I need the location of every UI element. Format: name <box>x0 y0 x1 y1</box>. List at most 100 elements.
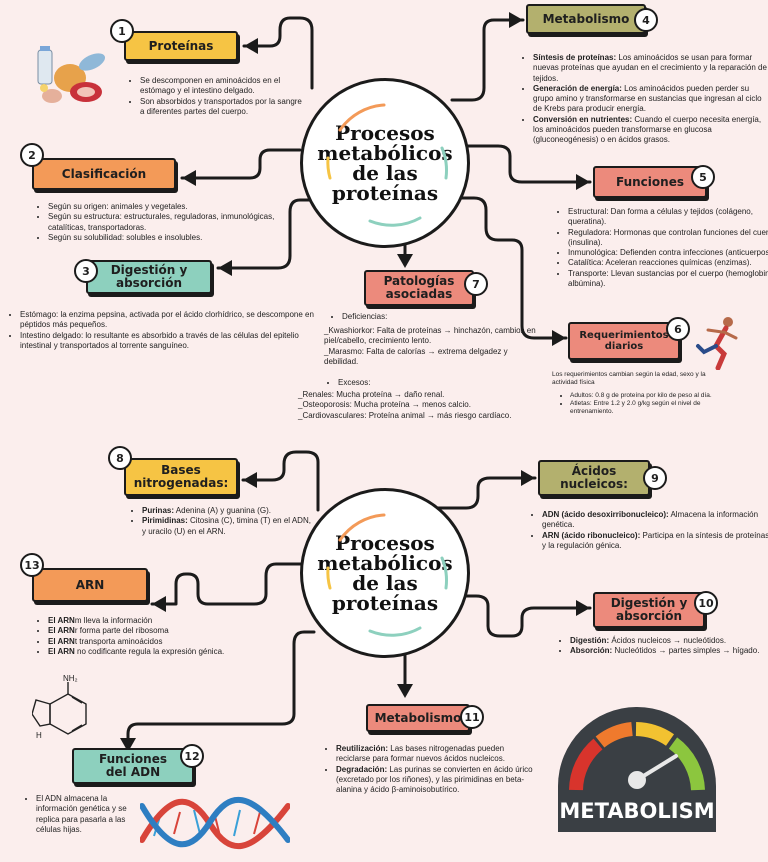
description: Adenina (A) y guanina (G). <box>174 506 271 515</box>
center-title: Procesos metabólicos de las proteínas <box>317 121 453 205</box>
center-title: Procesos metabólicos de las proteínas <box>317 531 453 615</box>
list-item: El ARNr forma parte del ribosoma <box>48 626 268 636</box>
term: Síntesis de proteínas: <box>533 53 617 62</box>
list-item: Excesos: <box>338 378 518 388</box>
node-proteinas: Proteínas <box>124 31 238 61</box>
node-requerimientos: Requerimientos diarios <box>568 322 680 360</box>
list-item: Conversión en nutrientes: Cuando el cuer… <box>533 115 768 146</box>
list-item: Catalítica: Aceleran reacciones químicas… <box>568 258 768 268</box>
term: El ARN <box>48 626 75 636</box>
list-item: _Marasmo: Falta de calorías → extrema de… <box>324 346 508 366</box>
description: Ácidos nucleicos → nucleótidos. <box>609 636 727 645</box>
list-item: Se descomponen en aminoácidos en el estó… <box>140 76 306 97</box>
description: Cuando el cuerpo necesita energía, los a… <box>533 114 762 145</box>
list-item: _Osteoporosis: Mucha proteína → menos ca… <box>298 400 471 410</box>
term: Reutilización: <box>336 744 389 753</box>
deficiencias-list: _Kwashiorkor: Falta de proteínas → hinch… <box>324 326 536 367</box>
list-item: Según su origen: animales y vegetales. <box>48 202 278 212</box>
decorative-arcs <box>326 103 448 227</box>
list-item: El ARNt transporta aminoácidos <box>48 637 268 647</box>
node-proteinas-label: Proteínas <box>148 38 214 53</box>
term-suffix: r <box>74 626 78 636</box>
acidos-list: ADN (ácido desoxirribonucleico): Almacen… <box>528 510 768 551</box>
node-requerimientos-label: Requerimientos diarios <box>579 330 669 352</box>
proteinas-list: Se descomponen en aminoácidos en el estó… <box>126 76 306 117</box>
description: no codificante regula la expresión génic… <box>74 646 225 656</box>
list-item: Según su solubilidad: solubles e insolub… <box>48 233 278 243</box>
description: Almacena la información genética. <box>542 510 759 530</box>
node-clasificacion: Clasificación <box>32 158 176 190</box>
list-item: El ARNm lleva la información <box>48 616 268 626</box>
number-badge-2: 2 <box>20 143 44 167</box>
description: Las bases nitrogenadas pueden reciclarse… <box>336 744 505 764</box>
node-funciones: Funciones <box>593 166 707 198</box>
node-bases-label: Bases nitrogenadas: <box>133 463 229 490</box>
description: Citosina (C), timina (T) en el ADN, y ur… <box>142 516 311 536</box>
node-metabolismo2-label: Metabolismo <box>374 710 462 725</box>
node-digestion-absorcion-2: Digestión y absorción <box>593 592 705 628</box>
description: Los aminoácidos pueden perder su grupo a… <box>533 83 762 114</box>
list-item: Reutilización: Las bases nitrogenadas pu… <box>336 744 536 765</box>
list-item: Deficiencias: <box>342 312 522 322</box>
number-badge-11: 11 <box>460 705 484 729</box>
node-patologias: Patologías asociadas <box>364 270 474 306</box>
term: El ARN <box>48 636 75 646</box>
number-badge-7: 7 <box>464 272 488 296</box>
term: Absorción: <box>570 646 613 656</box>
list-item: _Cardiovasculares: Proteína animal → más… <box>298 410 512 420</box>
term: El ARN <box>48 616 75 625</box>
node-digestion2-label: Digestión y absorción <box>610 596 688 623</box>
node-patologias-label: Patologías asociadas <box>383 274 455 301</box>
bases-list: Purinas: Adenina (A) y guanina (G). Piri… <box>128 506 312 537</box>
number-badge-3: 3 <box>74 259 98 283</box>
number-badge-9: 9 <box>643 466 667 490</box>
list-item: Son absorbidos y transportados por la sa… <box>140 97 306 118</box>
description: Los aminoácidos se usan para formar nuev… <box>533 53 767 83</box>
term-suffix: m <box>74 616 82 625</box>
node-funciones-label: Funciones <box>616 174 684 189</box>
list-item: Digestión: Ácidos nucleicos → nucleótido… <box>570 636 768 646</box>
metabolismo2-list: Reutilización: Las bases nitrogenadas pu… <box>322 744 536 795</box>
list-item: Reguladora: Hormonas que controlan funci… <box>568 228 768 249</box>
list-item: Adultos: 0.8 g de proteína por kilo de p… <box>570 392 740 400</box>
center-title-circle-1: Procesos metabólicos de las proteínas <box>300 78 470 248</box>
list-item: Pirimidinas: Citosina (C), timina (T) en… <box>142 516 312 537</box>
deficiencias-title: Deficiencias: <box>328 312 522 322</box>
list-item: _Kwashiorkor: Falta de proteínas → hinch… <box>324 326 536 346</box>
node-funciones-adn-label: Funciones del ADN <box>99 752 167 779</box>
number-badge-10: 10 <box>694 591 718 615</box>
description: Participa en la síntesis de proteínas y … <box>542 530 768 550</box>
number-badge-6: 6 <box>666 317 690 341</box>
node-arn-label: ARN <box>75 577 105 592</box>
term: Purinas: <box>142 506 175 515</box>
term: Digestión: <box>570 636 610 645</box>
list-item: El ARN no codificante regula la expresió… <box>48 647 268 657</box>
adenine-molecule-illustration: NH₂ H <box>32 674 87 740</box>
list-item: Estómago: la enzima pepsina, activada po… <box>20 310 318 331</box>
node-clasificacion-label: Clasificación <box>61 166 147 181</box>
number-badge-4: 4 <box>634 8 658 32</box>
gauge-word: METABOLISM <box>559 799 714 823</box>
list-item: Atletas: Entre 1.2 y 2.0 g/kg según el n… <box>570 400 740 416</box>
metabolismo-list: Síntesis de proteínas: Los aminoácidos s… <box>519 53 768 146</box>
term: ARN (ácido ribonucleico): <box>542 530 641 540</box>
funciones-adn-list: El ADN almacena la información genética … <box>22 794 148 835</box>
list-item: Transporte: Llevan sustancias por el cue… <box>568 269 768 290</box>
node-acidos-label: Ácidos nucleicos: <box>560 464 628 491</box>
list-item: Estructural: Dan forma a células y tejid… <box>568 207 768 228</box>
arn-list: El ARNm lleva la información El ARNr for… <box>34 616 268 657</box>
list-item: Degradación: Las purinas se convierten e… <box>336 765 536 796</box>
center-title-circle-2: Procesos metabólicos de las proteínas <box>300 488 470 658</box>
term: Pirimidinas: <box>142 516 188 526</box>
dna-helix-illustration <box>140 796 290 850</box>
list-item: ARN (ácido ribonucleico): Participa en l… <box>542 531 768 552</box>
description: transporta aminoácidos <box>77 636 163 646</box>
list-item: ADN (ácido desoxirribonucleico): Almacen… <box>542 510 768 531</box>
node-acidos-nucleicos: Ácidos nucleicos: <box>538 460 650 496</box>
node-metabolismo: Metabolismo <box>526 4 646 34</box>
number-badge-8: 8 <box>108 446 132 470</box>
funciones-list: Estructural: Dan forma a células y tejid… <box>554 207 768 289</box>
list-item: El ADN almacena la información genética … <box>36 794 148 835</box>
number-badge-13: 13 <box>20 553 44 577</box>
